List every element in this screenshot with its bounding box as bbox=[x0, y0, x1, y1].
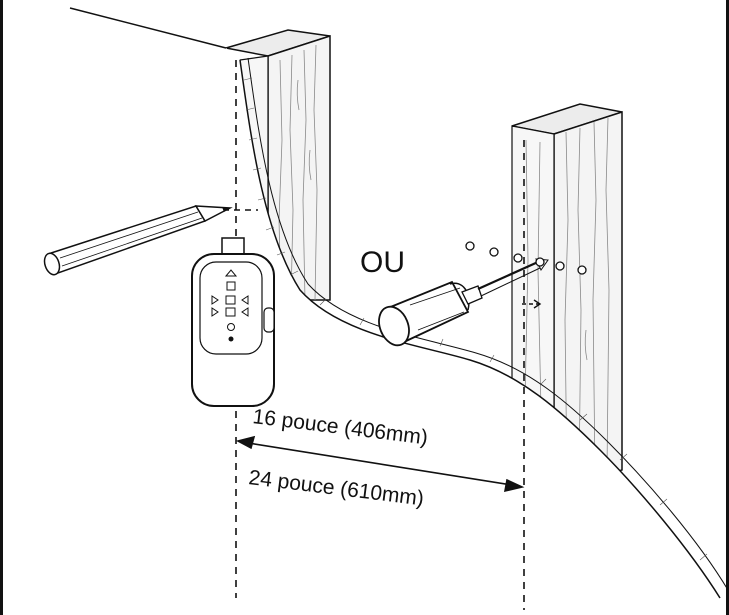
stud-edge-arrow bbox=[533, 299, 542, 309]
pencil-icon bbox=[43, 205, 233, 276]
right-border bbox=[726, 0, 729, 615]
distance-arrows bbox=[235, 435, 525, 493]
left-border bbox=[0, 0, 3, 615]
stud-center-lines bbox=[235, 60, 525, 610]
or-label: OU bbox=[360, 246, 405, 279]
drywall-panel bbox=[69, 7, 729, 599]
drill-hole bbox=[555, 261, 565, 271]
distance-arrow-line bbox=[241, 441, 519, 487]
screwdriver-icon bbox=[378, 258, 549, 347]
drill-hole bbox=[513, 253, 523, 263]
drill-hole bbox=[489, 247, 499, 257]
drill-hole bbox=[535, 257, 545, 267]
drill-hole bbox=[577, 265, 587, 275]
stud-finder-icon bbox=[191, 237, 275, 407]
drill-holes bbox=[465, 241, 587, 275]
drill-hole bbox=[465, 241, 475, 251]
distance-arrowhead-right bbox=[503, 478, 525, 493]
distance-arrowhead-left bbox=[235, 435, 256, 450]
